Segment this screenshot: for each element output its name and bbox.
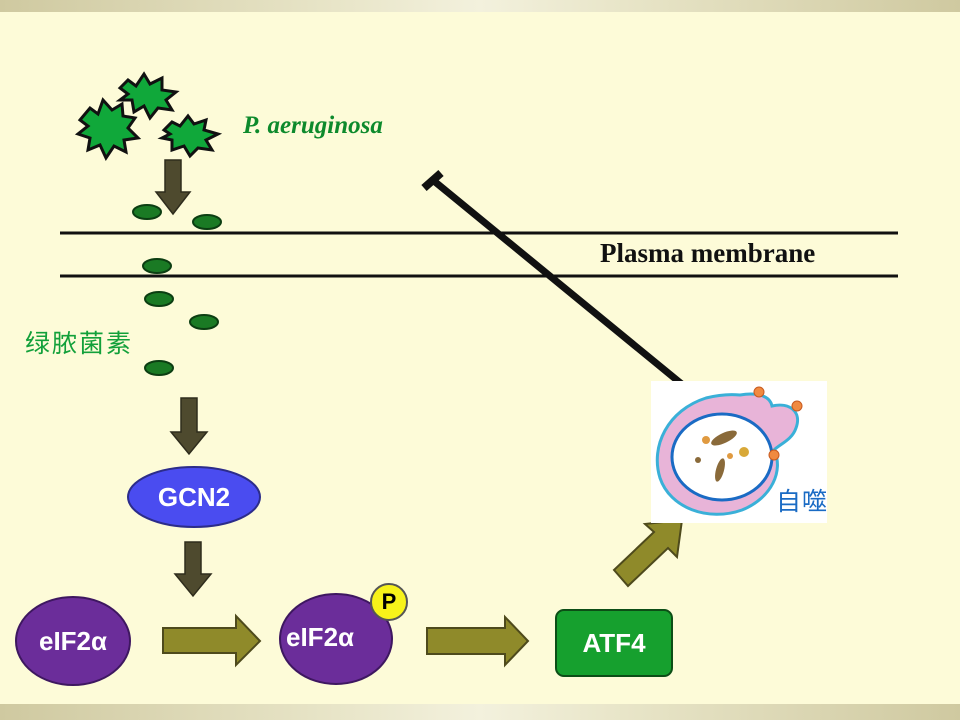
membrane-dot	[768, 449, 780, 461]
eif2-label-phosphorylated: eIF2α	[286, 622, 355, 652]
atf4-node	[555, 609, 673, 677]
bacterium-3	[157, 113, 223, 159]
pyocyanin-oval	[192, 214, 222, 230]
eif2-label-unphosphorylated: eIF2α	[38, 625, 107, 656]
pyocyanin-molecules	[132, 204, 222, 376]
pyocyanin-oval	[144, 291, 174, 307]
eif2-node-unphosphorylated	[15, 596, 131, 686]
top-decor-band	[0, 0, 960, 12]
arrow-eif2-to-peif2	[162, 613, 262, 668]
bottom-decor-band	[0, 704, 960, 720]
down-arrow-icon	[154, 159, 192, 216]
pyocyanin-label: 绿脓菌素	[25, 329, 134, 358]
plasma-membrane-label: Plasma membrane	[600, 238, 816, 268]
arrow-pyocyanin-to-gcn2	[169, 397, 209, 456]
autophagy-label: 自噬	[776, 487, 829, 516]
cargo-piece	[695, 457, 701, 463]
inhibition-line-icon	[421, 170, 692, 393]
membrane-dot	[791, 400, 803, 412]
atf4-label: ATF4	[582, 627, 646, 658]
pyocyanin-oval	[142, 258, 172, 274]
right-arrow-icon	[162, 613, 530, 668]
cargo-piece	[711, 430, 737, 446]
pyocyanin-oval	[132, 204, 162, 220]
arrow-bacteria-down	[154, 159, 192, 216]
bacterium-2	[115, 71, 180, 121]
autophagosome-icon	[651, 381, 827, 523]
arrow-peif2-to-atf4	[426, 614, 530, 668]
membrane-dots	[753, 386, 803, 461]
arrow-gcn2-to-eif2	[173, 541, 213, 598]
autophagosome-inner	[670, 412, 774, 502]
cargo-piece	[715, 458, 725, 482]
pyocyanin-oval	[189, 314, 219, 330]
cargo	[695, 430, 749, 482]
arrow-atf4-to-autophagy	[612, 518, 684, 588]
membrane-dot	[753, 386, 765, 398]
cargo-piece	[727, 453, 733, 459]
gcn2-label: GCN2	[157, 481, 231, 512]
cargo-piece	[702, 436, 710, 444]
pyocyanin-oval	[144, 360, 174, 376]
inhibition-bar	[421, 170, 444, 191]
bacterium-1	[74, 97, 142, 162]
phospho-badge	[370, 583, 408, 621]
eif2-node-phosphorylated	[279, 593, 393, 685]
gcn2-node	[127, 466, 261, 528]
bacteria-label: P. aeruginosa	[243, 112, 383, 139]
cargo-piece	[739, 447, 749, 457]
phospho-label: P	[381, 589, 397, 614]
inhibition-shaft	[431, 178, 692, 393]
bacteria-icon	[74, 71, 223, 162]
